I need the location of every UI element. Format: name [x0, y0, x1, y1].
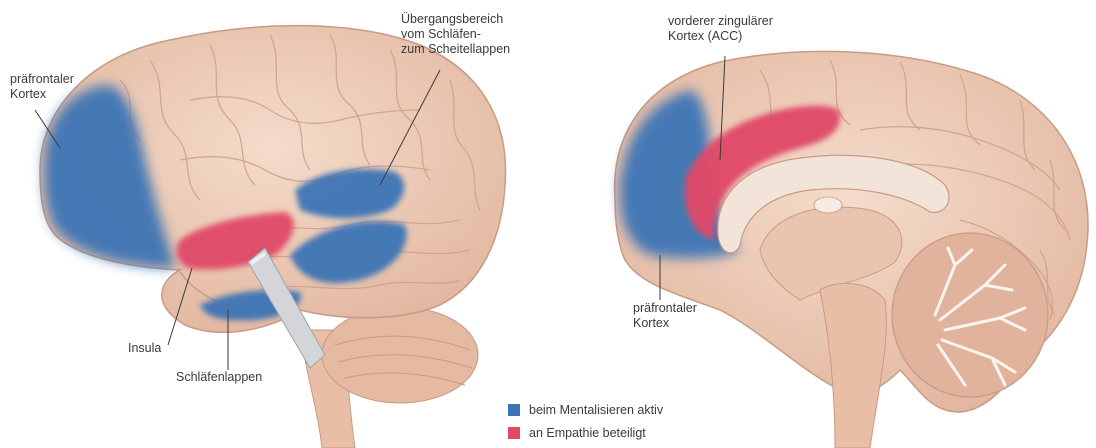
- cerebellum-medial: [892, 233, 1048, 397]
- legend-swatch-blue: [508, 404, 520, 416]
- label-line: präfrontaler: [10, 72, 74, 87]
- medial-brain-view: [615, 51, 1088, 448]
- label-line: zum Scheitellappen: [401, 42, 510, 57]
- lateral-brain-view: [40, 26, 506, 448]
- label-prefrontal-cortex-left: präfrontaler Kortex: [10, 72, 74, 102]
- label-line: vom Schläfen-: [401, 27, 510, 42]
- label-line: vorderer zingulärer: [668, 14, 773, 29]
- label-acc: vorderer zingulärer Kortex (ACC): [668, 14, 773, 44]
- label-line: Kortex: [10, 87, 74, 102]
- label-line: Kortex (ACC): [668, 29, 773, 44]
- label-insula: Insula: [128, 341, 161, 356]
- label-line: präfrontaler: [633, 301, 697, 316]
- label-temporal-lobe: Schläfenlappen: [176, 370, 262, 385]
- label-prefrontal-cortex-right: präfrontaler Kortex: [633, 301, 697, 331]
- legend-item-mentalizing: beim Mentalisieren aktiv: [508, 403, 663, 417]
- legend-swatch-red: [508, 427, 520, 439]
- label-line: Übergangsbereich: [401, 12, 510, 27]
- legend-label: beim Mentalisieren aktiv: [529, 403, 663, 417]
- label-transition-zone: Übergangsbereich vom Schläfen- zum Schei…: [401, 12, 510, 57]
- legend-label: an Empathie beteiligt: [529, 426, 646, 440]
- label-line: Kortex: [633, 316, 697, 331]
- legend-item-empathy: an Empathie beteiligt: [508, 426, 646, 440]
